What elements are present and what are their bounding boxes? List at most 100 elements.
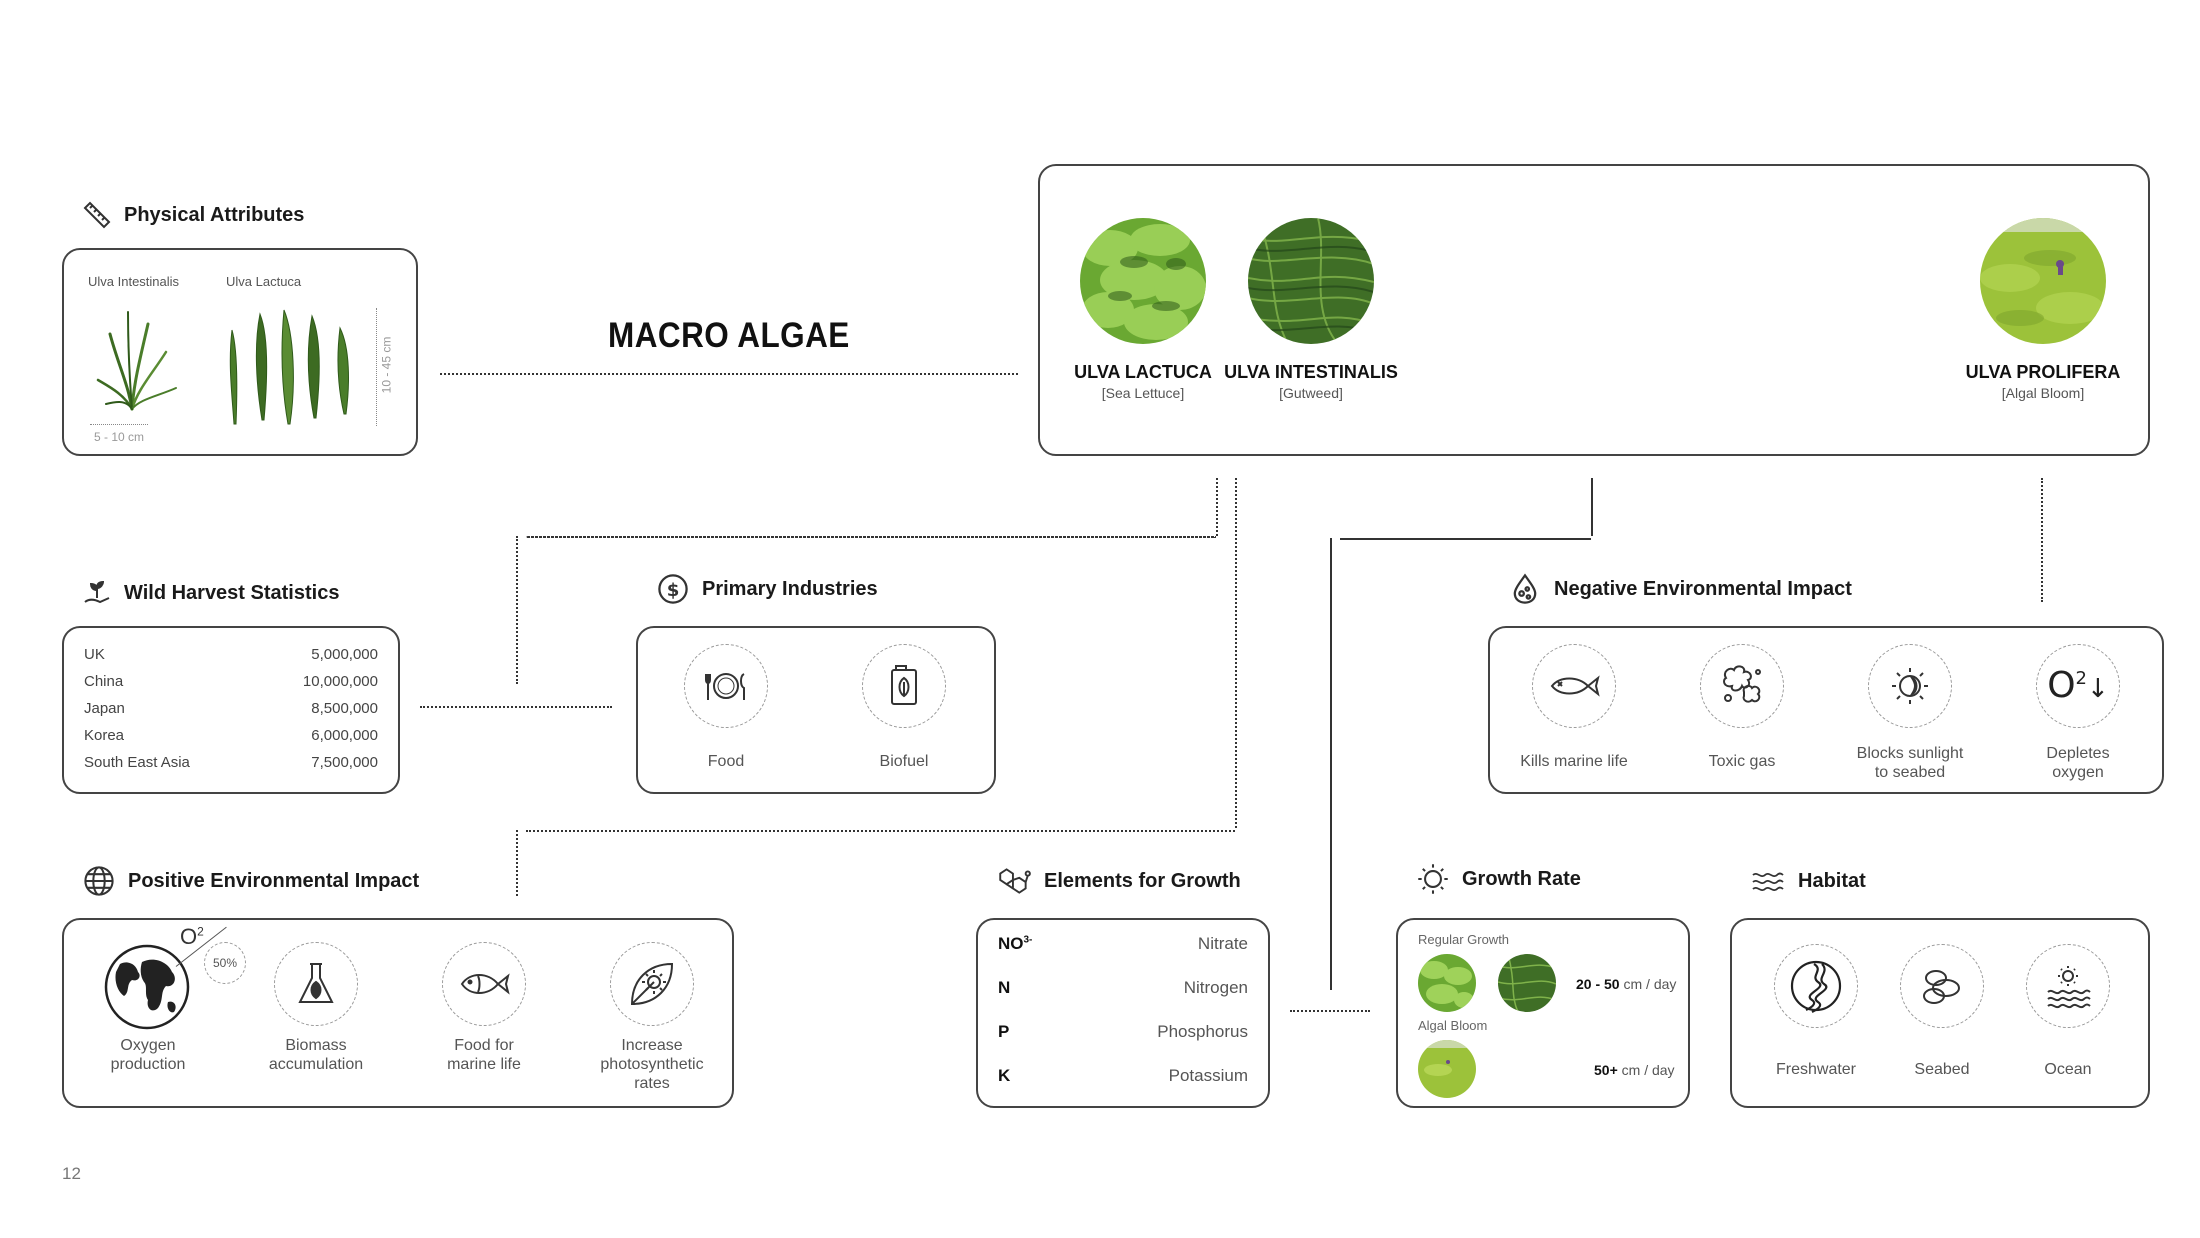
harvest-value: 8,500,000 — [311, 700, 378, 717]
plate-cutlery-icon — [684, 644, 768, 728]
connector-species-positive-v2 — [516, 830, 518, 896]
o2-label-sup: 2 — [197, 924, 204, 939]
blocked-sun-icon — [1868, 644, 1952, 728]
primary-industries-title: Primary Industries — [702, 577, 878, 600]
regular-growth-label: Regular Growth — [1418, 932, 1510, 947]
o2-arrow: ↓ — [2087, 674, 2109, 704]
positive-label-food: Food for marine life — [447, 1037, 521, 1073]
o2-label-text: O — [180, 924, 198, 949]
element-symbol: N — [998, 978, 1011, 997]
growth-rate-panel: Regular Growth 20 - 50 cm / day Algal Bl… — [1396, 918, 1690, 1108]
growth-rate-title: Growth Rate — [1462, 867, 1581, 890]
element-symbol-text: NO — [998, 934, 1024, 953]
growth-rate-heading: Growth Rate — [1416, 862, 1581, 896]
connector-intestinalis-growth-v1 — [1591, 478, 1593, 536]
ulva-lactuca-photo — [1080, 218, 1206, 344]
elements-panel: NO3- Nitrate N Nitrogen P Phosphorus K P… — [976, 918, 1270, 1108]
species-name-intestinalis: ULVA INTESTINALIS — [1224, 362, 1398, 382]
regular-growth-photo-lactuca — [1418, 954, 1476, 1012]
globe-icon — [82, 864, 116, 898]
positive-impact-heading: Positive Environmental Impact — [82, 864, 419, 898]
oxygen-down-icon: O2↓ — [2036, 644, 2120, 728]
dead-fish-icon — [1532, 644, 1616, 728]
connector-species-positive-h — [526, 830, 1235, 832]
species-common-intestinalis: [Gutweed] — [1279, 385, 1343, 401]
fuel-can-icon — [862, 644, 946, 728]
wild-harvest-title: Wild Harvest Statistics — [124, 581, 340, 604]
physical-attributes-heading: Physical Attributes — [82, 200, 304, 230]
o2-symbol: O — [2047, 665, 2076, 706]
habitat-label-ocean: Ocean — [2044, 1061, 2092, 1078]
connector-intestinalis-growth-h — [1340, 538, 1591, 540]
element-name: Nitrogen — [1183, 978, 1248, 997]
width-dimension-line — [90, 424, 148, 425]
element-name: Potassium — [1168, 1066, 1248, 1085]
species-common-prolifera: [Algal Bloom] — [2001, 385, 2085, 401]
negative-impact-title: Negative Environmental Impact — [1554, 577, 1852, 600]
connector-elements-growth — [1290, 1010, 1370, 1012]
industry-label-food: Food — [707, 753, 745, 770]
harvest-region: China — [84, 673, 124, 690]
connector-physical-title — [440, 373, 1018, 375]
toxic-gas-icon — [1700, 644, 1784, 728]
elements-title: Elements for Growth — [1044, 869, 1241, 892]
element-symbol: P — [998, 1022, 1010, 1041]
algal-bloom-label: Algal Bloom — [1418, 1018, 1488, 1033]
ulva-intestinalis-photo — [1248, 218, 1374, 344]
drop-icon — [1508, 572, 1542, 606]
ocean-sun-icon — [2026, 944, 2110, 1028]
regular-growth-unit: cm / day — [1619, 976, 1677, 992]
ulva-lactuca-illustration — [229, 309, 349, 425]
o2-label: O2 — [180, 924, 204, 950]
element-row: P Phosphorus — [998, 1022, 1248, 1042]
element-symbol-sup: 3- — [1023, 934, 1033, 946]
connector-prolifera-negative — [2041, 478, 2043, 602]
harvest-value: 5,000,000 — [311, 646, 378, 663]
ruler-icon — [82, 200, 112, 230]
regular-growth-value: 20 - 50 — [1576, 976, 1620, 992]
positive-label-biomass: Biomass accumulation — [268, 1037, 364, 1073]
algal-bloom-unit: cm / day — [1617, 1062, 1675, 1078]
connector-species-harvest-h — [526, 536, 1216, 538]
dollar-icon: $ — [656, 572, 690, 606]
ulva-prolifera-photo — [1980, 218, 2106, 344]
positive-label-photosynthetic: Increase photosynthetic rates — [600, 1037, 704, 1092]
o2-percent-badge: 50% — [204, 942, 246, 984]
element-symbol: NO3- — [998, 934, 1032, 954]
river-icon — [1774, 944, 1858, 1028]
species-common-lactuca: [Sea Lettuce] — [1101, 385, 1185, 401]
negative-label-oxygen: Depletes oxygen — [2046, 745, 2110, 781]
svg-text:$: $ — [667, 580, 680, 601]
harvest-value: 6,000,000 — [311, 727, 378, 744]
height-dimension-line — [376, 308, 377, 426]
page-number: 12 — [62, 1164, 81, 1183]
primary-industries-panel: Food Biofuel — [636, 626, 996, 794]
positive-impact-panel: O2 50% Oxygen production Biomass accumul… — [62, 918, 734, 1108]
connector-intestinalis-growth-v2 — [1330, 538, 1332, 990]
physical-attributes-title: Physical Attributes — [124, 203, 305, 226]
wild-harvest-heading: Wild Harvest Statistics — [82, 578, 339, 608]
habitat-panel: Freshwater Seabed Ocean — [1730, 918, 2150, 1108]
element-symbol: K — [998, 1066, 1011, 1085]
algal-bloom-rate: 50+ cm / day — [1594, 1062, 1675, 1078]
o2-sup: 2 — [2075, 668, 2087, 689]
habitat-label-seabed: Seabed — [1914, 1061, 1970, 1078]
label-ulva-intestinalis: Ulva Intestinalis — [88, 274, 180, 289]
connector-species-harvest-v1 — [1216, 478, 1218, 536]
leaf-sun-icon — [610, 942, 694, 1026]
negative-label-kills: Kills marine life — [1520, 753, 1628, 770]
o2-percent: 50% — [212, 956, 238, 970]
species-name-lactuca: ULVA LACTUCA — [1074, 362, 1212, 382]
height-dimension-label: 10 - 45 cm — [379, 336, 394, 394]
connector-species-harvest-v2 — [516, 536, 518, 684]
habitat-label-freshwater: Freshwater — [1775, 1061, 1857, 1078]
harvest-region: South East Asia — [84, 754, 190, 771]
connector-harvest-industries — [420, 706, 612, 708]
negative-impact-panel: Kills marine life Toxic gas Blocks sunli… — [1488, 626, 2164, 794]
element-row: NO3- Nitrate — [998, 934, 1248, 954]
stones-icon — [1900, 944, 1984, 1028]
page-title: MACRO ALGAE — [608, 316, 850, 355]
